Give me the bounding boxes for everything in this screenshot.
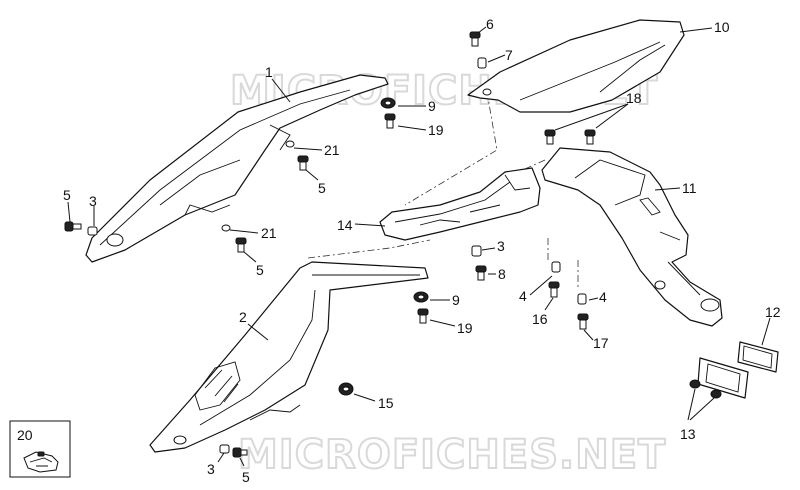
license-plate-bracket[interactable] [697, 357, 749, 399]
screw-16-icon[interactable] [548, 281, 560, 298]
spacer-3-left-icon[interactable] [87, 226, 98, 236]
part-14-under-tray[interactable] [379, 167, 541, 241]
washer-21-top-icon[interactable] [285, 140, 295, 148]
callout-4-right: 4 [599, 289, 607, 305]
spacer-4-mid-icon[interactable] [551, 261, 561, 273]
screw-18-left-icon[interactable] [544, 129, 556, 145]
screw-5-upper-icon[interactable] [297, 155, 309, 171]
watermark-bottom: MICROFICHES.NET [238, 432, 666, 478]
callout-16: 16 [532, 311, 548, 327]
callout-9-lower: 9 [452, 292, 460, 308]
callout-17: 17 [593, 335, 609, 351]
inset-box-20[interactable]: 20 [9, 420, 71, 478]
part-2-lower-side-fairing[interactable] [149, 261, 429, 453]
callout-9-top: 9 [428, 98, 436, 114]
nut-13-right-icon[interactable] [710, 389, 722, 399]
callout-5-left: 5 [63, 187, 71, 203]
callout-labels: 1 2 3 3 3 4 4 5 5 5 5 6 7 8 9 9 10 11 12… [63, 16, 781, 485]
callout-3-bottom: 3 [207, 461, 215, 477]
screw-6-icon[interactable] [469, 31, 481, 47]
callout-18: 18 [626, 90, 642, 106]
callout-11: 11 [682, 180, 697, 196]
screw-5-bottom-icon[interactable] [232, 447, 248, 458]
grommet-9-lower-icon[interactable] [413, 291, 429, 303]
part-12-reflector[interactable] [737, 341, 779, 373]
screw-5-left-icon[interactable] [64, 221, 82, 232]
nut-13-left-icon[interactable] [689, 379, 701, 389]
callout-21-lower: 21 [261, 225, 277, 241]
screw-17-icon[interactable] [577, 313, 589, 330]
spacer-3-mid-icon[interactable] [471, 245, 482, 257]
callout-21-top: 21 [324, 142, 340, 158]
screw-19-top-icon[interactable] [384, 113, 396, 129]
callout-13: 13 [680, 426, 696, 442]
callout-19-top: 19 [428, 122, 444, 138]
callout-2: 2 [239, 309, 247, 325]
grommet-9-top-icon[interactable] [380, 97, 396, 109]
callout-15: 15 [378, 395, 394, 411]
inset-box-label: 20 [17, 427, 33, 443]
part-1-left-side-panel[interactable] [85, 74, 389, 263]
screw-19-lower-icon[interactable] [417, 308, 429, 324]
leader-lines [67, 26, 771, 467]
part-11-license-plate-holder[interactable] [541, 147, 723, 327]
callout-19-lower: 19 [457, 320, 473, 336]
callout-14: 14 [337, 217, 353, 233]
callout-7: 7 [505, 47, 513, 63]
callout-1: 1 [265, 64, 273, 80]
part-10-tail-cover[interactable] [467, 19, 685, 113]
spacer-3-bottom-icon[interactable] [219, 444, 230, 454]
spacer-4-right-icon[interactable] [577, 293, 587, 305]
callout-5-mid: 5 [256, 262, 264, 278]
grommet-15-icon[interactable] [338, 382, 354, 396]
screw-18-right-icon[interactable] [584, 129, 596, 145]
callout-5-upper: 5 [318, 180, 326, 196]
spacer-7-icon[interactable] [477, 57, 487, 69]
screw-5-mid-icon[interactable] [235, 237, 247, 253]
callout-8: 8 [498, 266, 506, 282]
hardware [64, 31, 722, 458]
callout-3-mid: 3 [497, 238, 505, 254]
callout-10: 10 [714, 19, 730, 35]
screw-8-icon[interactable] [475, 265, 487, 281]
callout-3-left: 3 [89, 193, 97, 209]
washer-21-lower-icon[interactable] [221, 224, 231, 232]
clip-nut-20-icon [23, 451, 59, 473]
callout-12: 12 [765, 304, 781, 320]
callout-4-mid: 4 [519, 288, 527, 304]
callout-5-bottom: 5 [242, 469, 250, 485]
callout-6: 6 [486, 16, 494, 32]
